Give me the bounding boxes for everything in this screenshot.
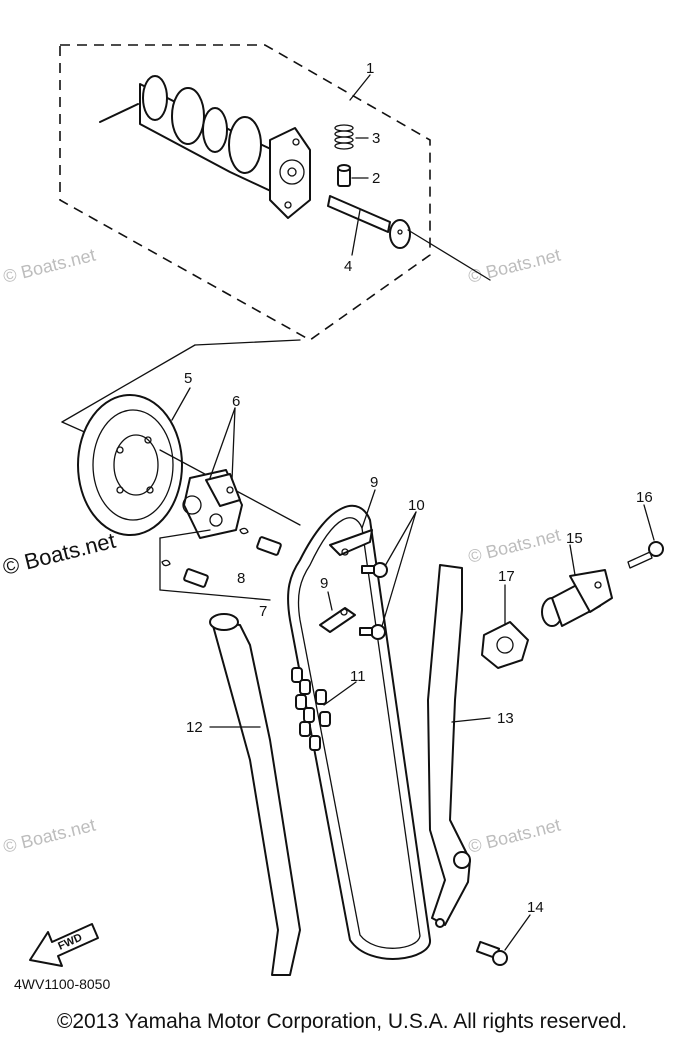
watermark: © Boats.net xyxy=(466,245,562,287)
copyright-notice: ©2013 Yamaha Motor Corporation, U.S.A. A… xyxy=(56,1010,628,1033)
callout-3: 3 xyxy=(372,130,380,147)
tensioner-gasket xyxy=(481,621,529,669)
watermark: © Boats.net xyxy=(1,815,97,857)
decompressor-plate xyxy=(182,469,243,539)
chain-guide-stopper-lower xyxy=(319,607,356,633)
watermark: © Boats.net xyxy=(466,815,562,857)
chain-links xyxy=(291,667,331,751)
leader-lines xyxy=(171,74,655,951)
watermark-main: © Boats.net xyxy=(0,528,118,580)
camshaft-group-outline xyxy=(59,44,431,341)
watermark: © Boats.net xyxy=(466,525,562,567)
spring xyxy=(334,124,369,150)
callout-14: 14 xyxy=(527,899,544,916)
watermark: © Boats.net xyxy=(1,245,97,287)
callout-15: 15 xyxy=(566,530,583,547)
callout-5: 5 xyxy=(184,370,192,387)
callout-16: 16 xyxy=(636,489,653,506)
callout-8: 8 xyxy=(237,570,245,587)
callout-2: 2 xyxy=(372,170,380,187)
chain-tensioner xyxy=(541,569,613,627)
callout-1: 1 xyxy=(366,60,374,77)
callout-13: 13 xyxy=(497,710,514,727)
callout-11: 11 xyxy=(350,668,366,685)
callout-9-upper: 9 xyxy=(370,474,378,491)
callout-4: 4 xyxy=(344,258,352,275)
callout-12: 12 xyxy=(186,719,203,736)
cam-chain xyxy=(287,504,432,960)
chain-guide-exhaust xyxy=(211,621,301,976)
callout-7: 7 xyxy=(259,603,267,620)
chain-guide-stopper-upper xyxy=(329,529,373,556)
cam-sprocket xyxy=(77,394,183,536)
callout-6: 6 xyxy=(232,393,240,410)
guide-pivot-bolt xyxy=(475,940,508,966)
fwd-arrow-icon: FWD xyxy=(29,923,99,967)
decompression-pin xyxy=(337,164,369,187)
decompression-shaft xyxy=(327,195,491,281)
callout-9-lower: 9 xyxy=(320,575,328,592)
tensioner-bolt xyxy=(627,541,664,569)
drawing-code: 4WV1100-8050 xyxy=(14,976,110,992)
chain-guide-intake xyxy=(427,564,471,926)
callout-17: 17 xyxy=(498,568,515,585)
guide-bolts xyxy=(359,562,388,640)
callout-10: 10 xyxy=(408,497,425,514)
sprocket-bolts xyxy=(159,536,282,601)
small-springs xyxy=(159,527,249,591)
camshaft xyxy=(99,75,311,219)
